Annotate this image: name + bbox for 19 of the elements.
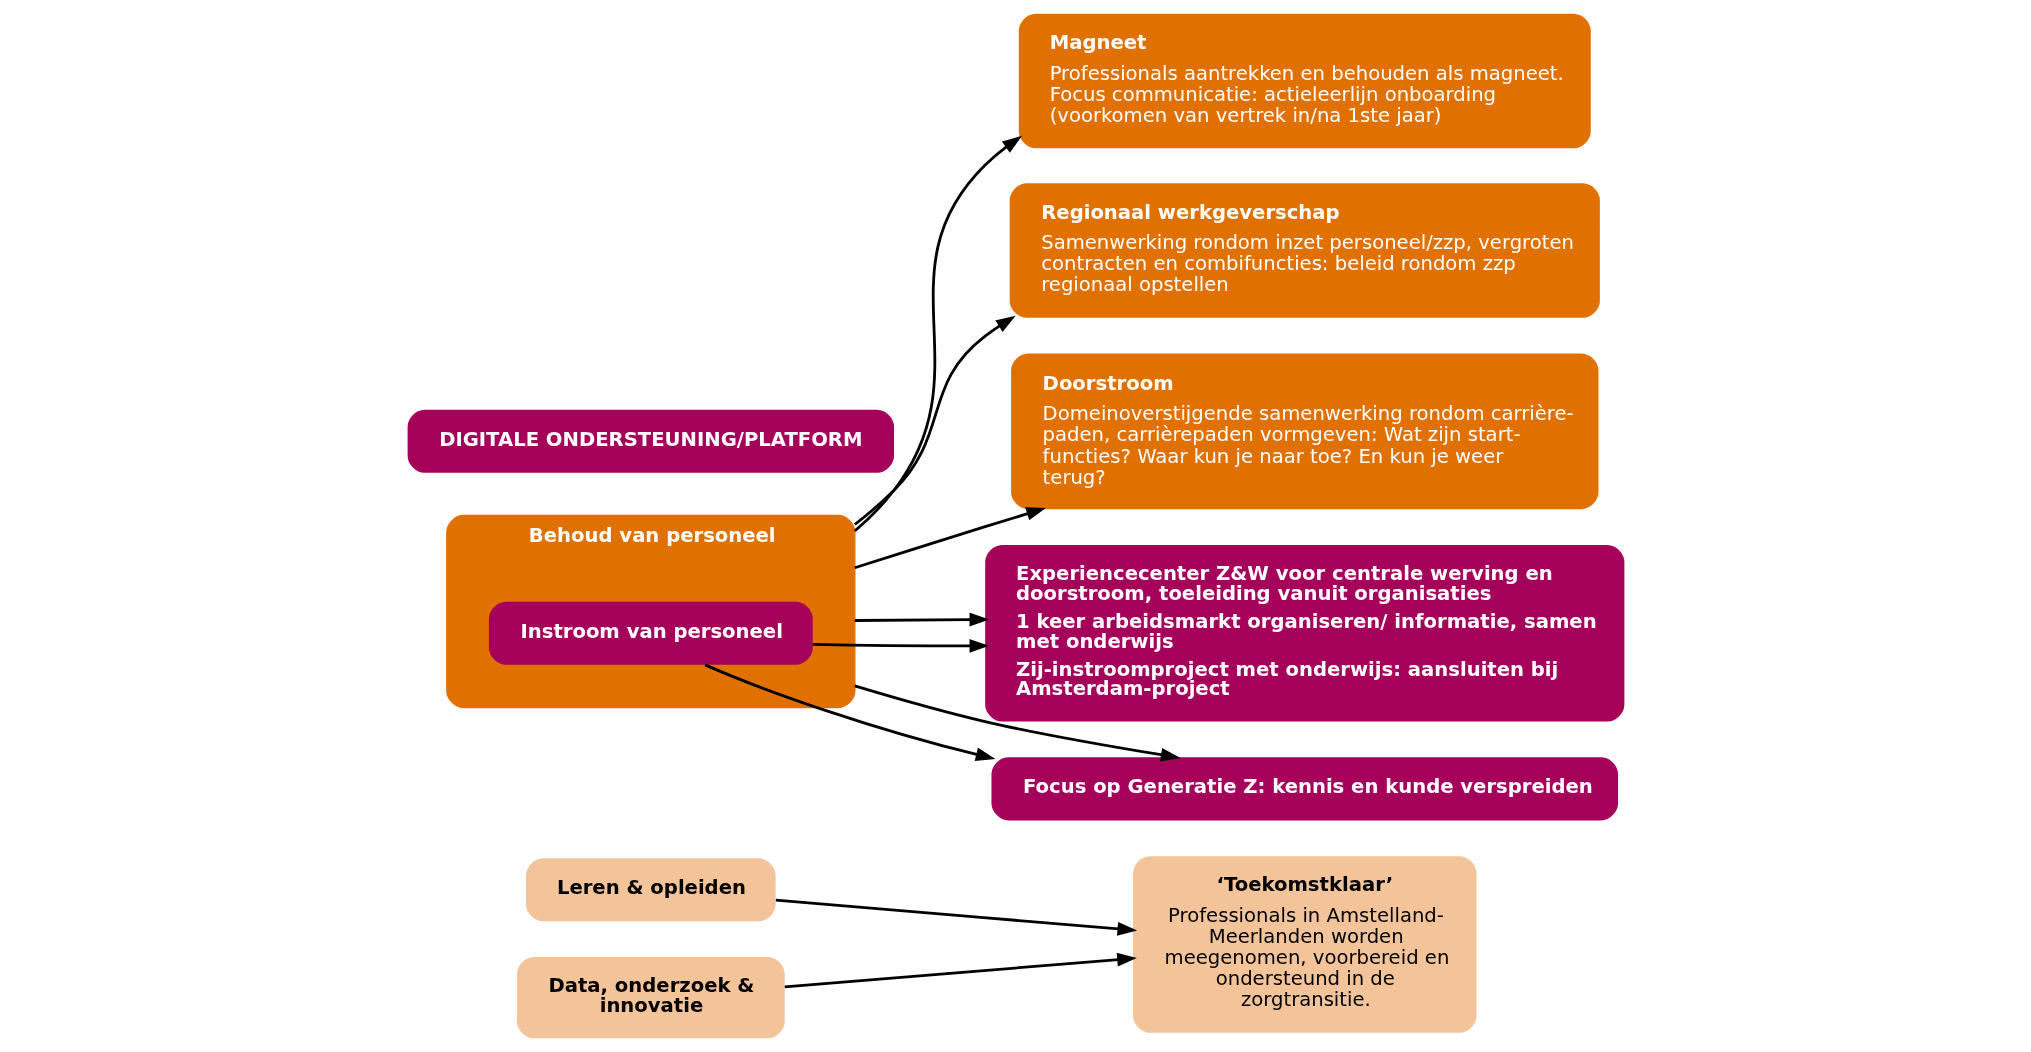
- node-box: Instroom van personeel: [488, 601, 813, 665]
- node-box: Experiencecenter Z&W voor centrale werving en doorstroom, toeleiding vanuit organisaties 1 keer arbeidsmarkt organiseren/ informatie, samen met onderwijs Zij-instroomproject met onderwijs: aansluiten bij Amsterdam-project: [984, 544, 1624, 722]
- arrow: [812, 638, 989, 653]
- node-box: Magneet Professionals aantrekken en behouden als magneet. Focus communicatie: actieleerlijn onboarding (voorkomen van vertrek in/na 1ste jaar): [1018, 13, 1591, 149]
- arrow: [853, 315, 1016, 526]
- arrow: [853, 135, 1022, 533]
- arrow: [775, 898, 1137, 936]
- node-box: Focus op Generatie Z: kennis en kunde verspreiden: [990, 757, 1618, 821]
- node-box: ‘Toekomstklaar’ Professionals in Amstelland-Meerlanden worden meegenomen, voorbereid en ondersteund in de zorgtransitie.: [1132, 856, 1476, 1033]
- arrow: [854, 612, 989, 627]
- arrow: [784, 952, 1137, 989]
- node-box: Doorstroom Domeinoverstijgende samenwerking rondom carrière-paden, carrièrepaden vormgeven: Wat zijn start-functies? Waar kun je naar toe? En kun je weer terug?: [1010, 353, 1598, 510]
- arrow: [853, 507, 1046, 570]
- node-box: DIGITALE ONDERSTEUNING/PLATFORM: [407, 409, 894, 473]
- node-box: Regionaal werkgeverschap Samenwerking rondom inzet personeel/zzp, vergroten contracten en combifuncties: beleid rondom zzp regionaal opstellen: [1009, 183, 1600, 318]
- node-box: Leren & opleiden: [525, 858, 776, 922]
- arrow: [704, 663, 995, 762]
- arrow: [853, 684, 1180, 762]
- node-box: Data, onderzoek & innovatie: [516, 957, 785, 1039]
